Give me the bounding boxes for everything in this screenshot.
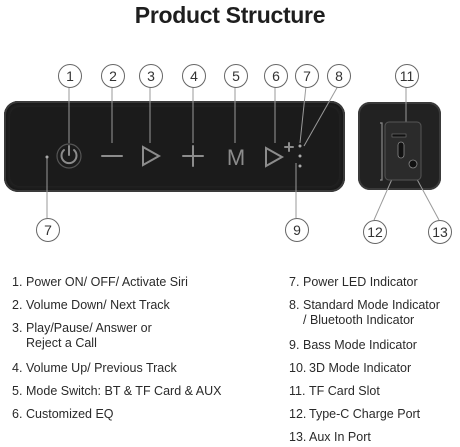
legend-item-10: 10.3D Mode Indicator xyxy=(289,361,412,375)
power-icon[interactable] xyxy=(56,143,82,169)
bass-mode-indicator xyxy=(298,154,302,158)
callout-6: 6 xyxy=(264,64,288,88)
callout-3: 3 xyxy=(139,64,163,88)
page-title: Product Structure xyxy=(134,2,326,28)
legend-item-6: 6.Customized EQ xyxy=(12,407,114,421)
callout-11: 11 xyxy=(395,64,419,88)
power-led-indicator xyxy=(45,155,49,159)
play-pause-icon[interactable] xyxy=(142,145,162,167)
callout-2: 2 xyxy=(101,64,125,88)
callout-1: 1 xyxy=(58,64,82,88)
callout-7-top: 7 xyxy=(295,64,319,88)
callout-13: 13 xyxy=(428,220,452,244)
standard-mode-indicator xyxy=(298,144,302,148)
callout-9: 9 xyxy=(285,218,309,242)
legend-item-13: 13.Aux In Port xyxy=(289,430,371,444)
legend-item-9: 9.Bass Mode Indicator xyxy=(289,338,417,352)
type-c-charge-port[interactable] xyxy=(397,141,405,159)
aux-in-port[interactable] xyxy=(408,159,418,169)
legend-item-4: 4.Volume Up/ Previous Track xyxy=(12,361,177,375)
callout-4: 4 xyxy=(182,64,206,88)
3d-mode-indicator xyxy=(298,164,302,168)
callout-12: 12 xyxy=(363,220,387,244)
legend-item-1: 1.Power ON/ OFF/ Activate Siri xyxy=(12,275,188,289)
mode-switch-button[interactable]: M xyxy=(227,145,245,170)
eq-icon[interactable] xyxy=(265,142,294,168)
legend-item-12: 12.Type-C Charge Port xyxy=(289,407,421,421)
callout-8: 8 xyxy=(327,64,351,88)
legend-item-7: 7.Power LED Indicator xyxy=(289,275,418,289)
legend-item-11: 11.TF Card Slot xyxy=(289,384,380,398)
legend-item-8: 8.Standard Mode Indicator / Bluetooth In… xyxy=(289,298,440,327)
volume-up-icon[interactable] xyxy=(182,145,204,167)
legend-item-3: 3.Play/Pause/ Answer or Reject a Call xyxy=(12,321,152,350)
callout-5: 5 xyxy=(224,64,248,88)
legend-item-2: 2.Volume Down/ Next Track xyxy=(12,298,170,312)
legend-item-5: 5.Mode Switch: BT & TF Card & AUX xyxy=(12,384,222,398)
side-port-panel xyxy=(380,121,422,181)
tf-card-slot[interactable] xyxy=(391,133,407,138)
callout-7-bottom: 7 xyxy=(36,218,60,242)
